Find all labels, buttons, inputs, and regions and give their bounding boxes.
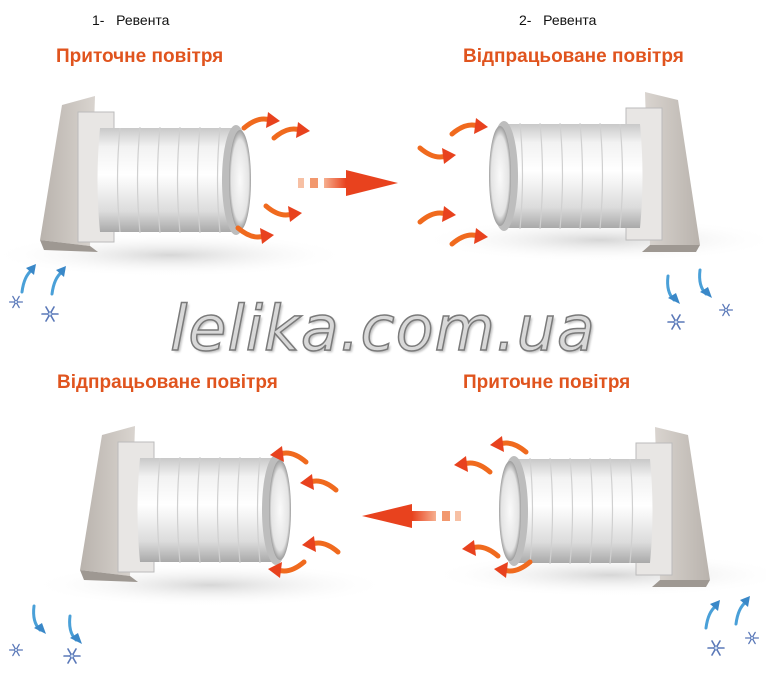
snowflake-icon <box>63 648 81 664</box>
cold-air-arrow <box>704 598 722 630</box>
warm-air-arrow <box>420 148 456 164</box>
warm-air-arrow <box>420 206 456 222</box>
warm-air-arrow <box>452 118 488 134</box>
warm-air-arrow <box>454 456 490 472</box>
title-supply-air-top: Приточне повітря <box>56 46 224 67</box>
fan-unit-bottom-right <box>429 426 766 598</box>
warm-air-arrow <box>302 536 338 552</box>
cold-air-arrow <box>32 604 48 636</box>
warm-air-arrow <box>266 206 302 222</box>
cycle-label-2: 2- Ревента <box>519 12 597 28</box>
snowflake-icon <box>744 631 760 645</box>
cold-air-arrow <box>68 614 84 646</box>
snowflake-icon <box>8 643 24 657</box>
warm-air-arrow <box>300 474 336 490</box>
title-supply-air-bottom: Приточне повітря <box>463 372 631 393</box>
cycle-label-1: 1- Ревента <box>92 12 170 28</box>
title-exhaust-air-bottom: Відпрацьоване повітря <box>57 372 278 393</box>
warm-air-arrow <box>244 112 280 128</box>
warm-air-arrow <box>274 122 310 138</box>
dashed-arrow-right <box>298 170 398 196</box>
snowflake-icon <box>707 640 725 656</box>
warm-air-arrow <box>462 540 498 556</box>
fan-unit-top-left <box>0 95 351 278</box>
dashed-arrow-left <box>362 504 461 528</box>
cold-air-arrow <box>20 262 38 294</box>
warm-air-arrow <box>490 436 526 452</box>
watermark-text: lelika.com.ua <box>169 291 596 366</box>
fan-unit-bottom-left <box>29 425 391 608</box>
title-exhaust-air-top: Відпрацьоване повітря <box>463 46 684 67</box>
cold-air-arrow <box>734 594 752 626</box>
